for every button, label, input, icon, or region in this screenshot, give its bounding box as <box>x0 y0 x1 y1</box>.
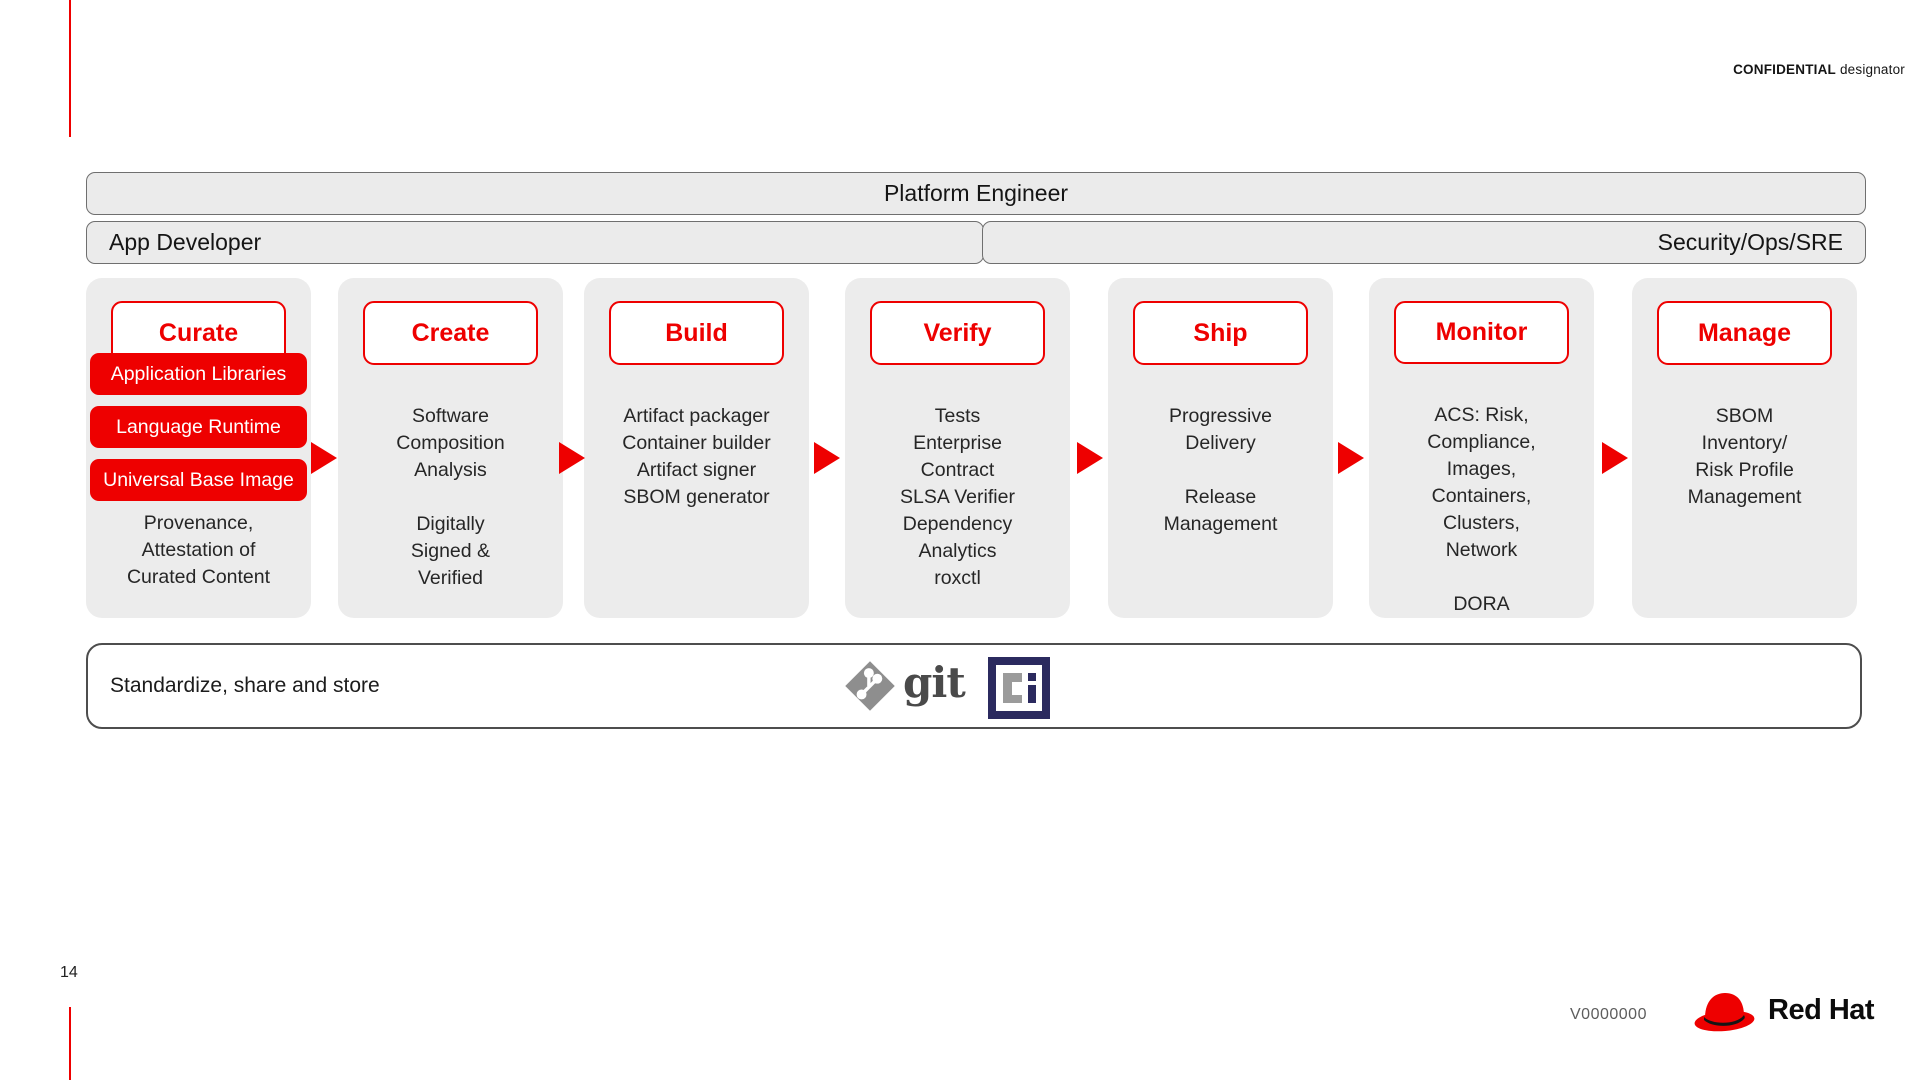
stage-verify: Verify Tests Enterprise Contract SLSA Ve… <box>845 278 1070 618</box>
stage-monitor-title: Monitor <box>1435 318 1528 346</box>
stage-build-pill: Build <box>609 301 784 365</box>
flow-arrow-icon <box>1338 442 1364 474</box>
git-wordmark: git <box>903 658 966 707</box>
stage-create-body: Software Composition Analysis Digitally … <box>396 405 505 589</box>
ci-logo-svg <box>988 657 1050 719</box>
chip-universal-base-image: Universal Base Image <box>90 459 307 501</box>
top-red-rule <box>69 0 71 137</box>
chip-application-libraries: Application Libraries <box>90 353 307 395</box>
stage-monitor-body: ACS: Risk, Compliance, Images, Container… <box>1427 404 1536 615</box>
lane-security-ops-sre-label: Security/Ops/SRE <box>1657 229 1843 255</box>
stage-curate-chips: Application Libraries Language Runtime U… <box>90 353 307 501</box>
flow-arrow-icon <box>559 442 585 474</box>
page-number: 14 <box>60 964 78 981</box>
stage-create-pill: Create <box>363 301 538 365</box>
flow-arrow-icon <box>1077 442 1103 474</box>
stage-manage-body: SBOM Inventory/ Risk Profile Management <box>1687 405 1802 508</box>
stage-ship-body: Progressive Delivery Release Management <box>1163 405 1278 535</box>
lane-app-developer: App Developer <box>86 221 984 264</box>
stage-manage-title: Manage <box>1697 318 1792 347</box>
stage-build-body: Artifact packager Container builder Arti… <box>622 405 771 508</box>
confidential-designator: CONFIDENTIAL designator <box>1733 62 1905 77</box>
stage-monitor: Monitor ACS: Risk, Compliance, Images, C… <box>1369 278 1594 618</box>
flow-arrow-icon <box>311 442 337 474</box>
stage-ship-pill: Ship <box>1133 301 1308 365</box>
confidential-designator-rest: designator <box>1836 62 1905 77</box>
stage-create-title: Create <box>411 318 490 347</box>
stage-ship: Ship Progressive Delivery Release Manage… <box>1108 278 1333 618</box>
stage-curate: Curate Application Libraries Language Ru… <box>86 278 311 618</box>
flow-arrow-icon <box>1602 442 1628 474</box>
lane-security-ops-sre: Security/Ops/SRE <box>982 221 1866 264</box>
stage-build: Build Artifact packager Container builde… <box>584 278 809 618</box>
lane-app-developer-label: App Developer <box>109 229 262 255</box>
stage-manage: Manage SBOM Inventory/ Risk Profile Mana… <box>1632 278 1857 618</box>
stage-manage-pill: Manage <box>1657 301 1832 365</box>
lane-platform-engineer: Platform Engineer <box>86 172 1866 215</box>
stage-curate-body: Provenance, Attestation of Curated Conte… <box>126 512 271 588</box>
lane-platform-engineer-label: Platform Engineer <box>883 180 1069 206</box>
confidential-designator-bold: CONFIDENTIAL <box>1733 62 1836 77</box>
ci-logo-icon <box>988 657 1050 724</box>
stage-curate-title: Curate <box>158 318 239 347</box>
stage-create: Create Software Composition Analysis Dig… <box>338 278 563 618</box>
stage-verify-body: Tests Enterprise Contract SLSA Verifier … <box>900 405 1015 589</box>
git-diamond-icon <box>845 661 895 711</box>
store-bar: Standardize, share and store git <box>86 643 1862 729</box>
git-logo-icon: git <box>843 658 966 713</box>
red-hat-fedora-icon <box>1694 993 1755 1032</box>
red-hat-logo: Red Hat <box>1692 986 1875 1034</box>
stage-monitor-pill: Monitor <box>1394 301 1569 364</box>
pipeline: Curate Application Libraries Language Ru… <box>86 278 1858 618</box>
version-label: V0000000 <box>1570 1006 1647 1023</box>
chip-language-runtime: Language Runtime <box>90 406 307 448</box>
stage-ship-title: Ship <box>1193 318 1248 347</box>
store-bar-label: Standardize, share and store <box>110 674 380 697</box>
stage-verify-pill: Verify <box>870 301 1045 365</box>
stage-build-title: Build <box>665 318 728 347</box>
bottom-red-rule <box>69 1007 71 1080</box>
flow-arrow-icon <box>814 442 840 474</box>
red-hat-wordmark: Red Hat <box>1768 993 1875 1026</box>
stage-verify-title: Verify <box>923 318 992 347</box>
